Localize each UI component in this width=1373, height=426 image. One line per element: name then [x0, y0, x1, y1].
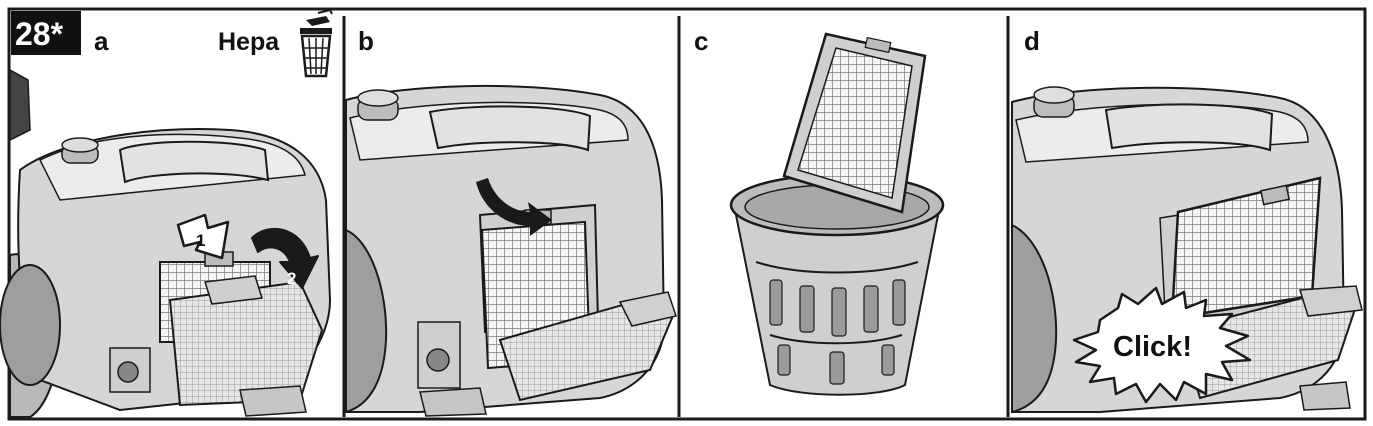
panel-label-d: d [1024, 26, 1040, 56]
hepa-label: Hepa [218, 28, 280, 56]
figure-number: 28* [15, 16, 64, 52]
step-marker-2: 2 [287, 269, 296, 288]
panel-c: c [694, 26, 945, 396]
click-starburst-icon [1072, 286, 1252, 404]
push-arrow-icon [176, 213, 230, 260]
panel-label-a: a [94, 26, 109, 56]
step-marker-1: 1 [196, 231, 205, 250]
panel-a: 1 2 [0, 68, 332, 418]
panel-b: b [345, 26, 677, 417]
trash-bin-icon [300, 8, 333, 78]
figure-badge [11, 11, 81, 55]
click-label: Click! [1113, 331, 1192, 363]
panel-label-c: c [694, 26, 708, 56]
rotate-arrow-icon [251, 227, 319, 289]
panel-label-b: b [358, 26, 374, 56]
rotate-arrow-icon [476, 178, 552, 236]
panel-d: d Click! [1011, 26, 1363, 414]
